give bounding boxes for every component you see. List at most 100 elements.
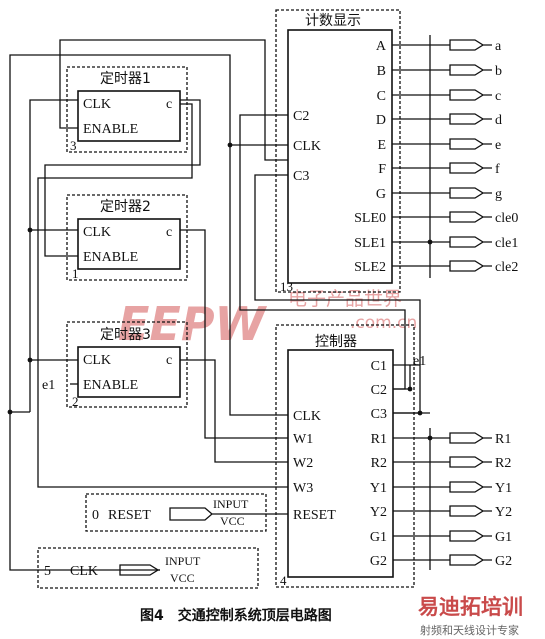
display-out-c: C bbox=[377, 89, 386, 104]
display-number: 13 bbox=[280, 279, 293, 294]
timer1-clk-pin: CLK bbox=[83, 97, 111, 112]
timer3-title: 定时器3 bbox=[100, 327, 151, 343]
display-block bbox=[287, 29, 393, 284]
controller-out-c2: C2 bbox=[371, 383, 387, 398]
timer2-number: 1 bbox=[72, 266, 79, 281]
timer1-out-pin: c bbox=[166, 97, 172, 112]
controller-pins: R1 R2 Y1 Y2 G1 G2 bbox=[495, 432, 512, 569]
timer2-title: 定时器2 bbox=[100, 199, 151, 215]
controller-block bbox=[287, 349, 394, 578]
pin-c: c bbox=[495, 89, 501, 104]
figure-caption: 图4 交通控制系统顶层电路图 bbox=[140, 607, 332, 624]
reset-input: 0 RESET INPUT VCC bbox=[92, 497, 249, 528]
wires bbox=[7, 9, 492, 589]
reset-vcc: VCC bbox=[220, 514, 245, 528]
corner-logo: 易迪拓培训 射频和天线设计专家 bbox=[418, 595, 523, 637]
clk-vcc: VCC bbox=[170, 571, 195, 585]
controller-in-reset: RESET bbox=[293, 508, 336, 523]
net-label-e1-timer: e1 bbox=[42, 378, 55, 393]
display-out-d: D bbox=[376, 113, 386, 128]
display-in-clk: CLK bbox=[293, 139, 321, 154]
pin-d: d bbox=[495, 113, 502, 128]
controller-out-r2: R2 bbox=[371, 456, 387, 471]
net-label-e1-ctrl: e1 bbox=[413, 354, 426, 369]
corner-logo-main: 易迪拓培训 bbox=[418, 595, 523, 619]
reset-type: INPUT bbox=[213, 497, 249, 511]
timer1-title: 定时器1 bbox=[100, 71, 151, 87]
pin-r1: R1 bbox=[495, 432, 511, 447]
timer3-clk-pin: CLK bbox=[83, 353, 111, 368]
timer3: 定时器3 CLK ENABLE c 2 e1 bbox=[42, 327, 172, 409]
pin-b: b bbox=[495, 64, 502, 79]
pin-cle1: cle1 bbox=[495, 236, 518, 251]
display-out-sle0: SLE0 bbox=[354, 211, 386, 226]
display-out-b: B bbox=[377, 64, 386, 79]
timer1-block bbox=[77, 90, 181, 142]
display-pins: a b c d e f g cle0 cle1 cle2 bbox=[495, 39, 518, 275]
timer1-number: 3 bbox=[70, 138, 77, 153]
timer2-group-box bbox=[66, 194, 188, 281]
timer3-group-box bbox=[66, 321, 188, 408]
controller-out-y1: Y1 bbox=[370, 481, 387, 496]
pin-g2: G2 bbox=[495, 554, 512, 569]
controller: 控制器 CLK W1 W2 W3 RESET C1 C2 C3 R1 R2 Y1… bbox=[280, 334, 426, 588]
pin-y1: Y1 bbox=[495, 481, 512, 496]
timer2-out-pin: c bbox=[166, 225, 172, 240]
reset-number: 0 bbox=[92, 508, 99, 523]
controller-in-clk: CLK bbox=[293, 409, 321, 424]
clk-number: 5 bbox=[44, 564, 51, 579]
pin-r2: R2 bbox=[495, 456, 511, 471]
controller-out-g2: G2 bbox=[370, 554, 387, 569]
controller-in-w3: W3 bbox=[293, 481, 313, 496]
display-out-g: G bbox=[376, 187, 386, 202]
display-out-sle2: SLE2 bbox=[354, 260, 386, 275]
pin-g1: G1 bbox=[495, 530, 512, 545]
controller-out-c3: C3 bbox=[371, 407, 387, 422]
watermark-domain: .com.cn bbox=[350, 313, 417, 333]
display-out-f: F bbox=[378, 162, 386, 177]
clk-group-box bbox=[37, 547, 259, 589]
timer2: 定时器2 CLK ENABLE c 1 bbox=[72, 199, 172, 281]
pin-e: e bbox=[495, 138, 501, 153]
display-in-c2: C2 bbox=[293, 109, 309, 124]
timer3-number: 2 bbox=[72, 394, 79, 409]
pin-g: g bbox=[495, 187, 502, 202]
timer1-enable-pin: ENABLE bbox=[83, 122, 138, 137]
display-in-c3: C3 bbox=[293, 169, 309, 184]
pin-a: a bbox=[495, 39, 502, 54]
display-out-e: E bbox=[377, 138, 386, 153]
watermark-cn-name: 电子产品世界 bbox=[288, 288, 402, 310]
controller-in-w2: W2 bbox=[293, 456, 313, 471]
display: 计数显示 C2 CLK C3 A B C D E F G SLE0 SLE1 S… bbox=[280, 13, 387, 294]
display-title: 计数显示 bbox=[305, 13, 361, 29]
timer3-block bbox=[77, 346, 181, 398]
controller-title: 控制器 bbox=[315, 334, 357, 350]
reset-group-box bbox=[85, 493, 267, 532]
clk-type: INPUT bbox=[165, 554, 201, 568]
controller-in-w1: W1 bbox=[293, 432, 313, 447]
watermark: EEPW 电子产品世界 .com.cn bbox=[118, 288, 417, 351]
reset-label: RESET bbox=[108, 508, 151, 523]
controller-out-g1: G1 bbox=[370, 530, 387, 545]
watermark-eepw: EEPW bbox=[118, 297, 268, 351]
timer1-group-box bbox=[66, 66, 188, 153]
pin-cle2: cle2 bbox=[495, 260, 518, 275]
clk-input: 5 CLK INPUT VCC bbox=[44, 554, 201, 585]
timer2-enable-pin: ENABLE bbox=[83, 250, 138, 265]
timer2-clk-pin: CLK bbox=[83, 225, 111, 240]
display-group-box bbox=[275, 9, 401, 293]
display-out-sle1: SLE1 bbox=[354, 236, 386, 251]
controller-out-y2: Y2 bbox=[370, 505, 387, 520]
clk-label: CLK bbox=[70, 564, 98, 579]
corner-logo-sub: 射频和天线设计专家 bbox=[420, 623, 519, 637]
controller-number: 4 bbox=[280, 573, 287, 588]
pin-cle0: cle0 bbox=[495, 211, 518, 226]
controller-out-r1: R1 bbox=[371, 432, 387, 447]
timer1: 定时器1 CLK ENABLE c 3 bbox=[70, 71, 172, 153]
timer2-block bbox=[77, 218, 181, 270]
timer3-enable-pin: ENABLE bbox=[83, 378, 138, 393]
timer3-out-pin: c bbox=[166, 353, 172, 368]
display-out-a: A bbox=[376, 39, 387, 54]
pin-f: f bbox=[495, 162, 500, 177]
